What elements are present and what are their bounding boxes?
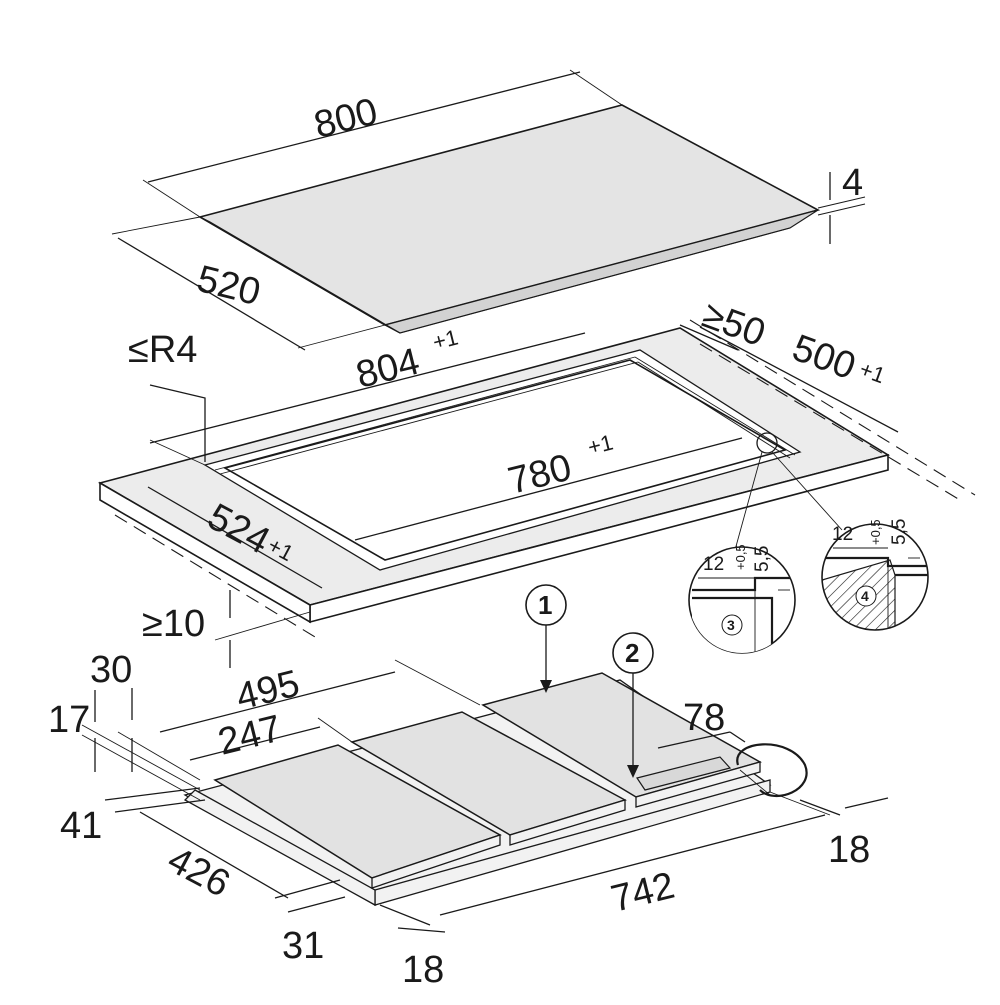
detail-3-tol: +0,5 <box>733 544 748 570</box>
detail-4-width: 12 <box>832 524 853 545</box>
label-780-tol: +1 <box>585 430 615 460</box>
label-r4: ≤R4 <box>128 329 197 371</box>
label-41: 41 <box>60 805 102 847</box>
detail-3-height: 5,5 <box>752 546 773 572</box>
label-520: 520 <box>193 258 265 314</box>
label-800: 800 <box>310 91 382 147</box>
dim-thickness-4: 4 <box>817 162 866 244</box>
dim-radius-r4: ≤R4 <box>128 329 206 462</box>
detail-3-width: 12 <box>703 554 724 575</box>
label-742: 742 <box>607 865 679 921</box>
label-804: 804 <box>352 341 424 397</box>
wall-line-rear-2 <box>699 343 961 501</box>
dim-clearance-10: ≥10 <box>142 590 311 668</box>
detail-4-badge <box>855 585 877 607</box>
dim-offset-18-front: 18 <box>379 904 446 991</box>
bottom-unit <box>183 672 808 907</box>
detail-4-tol: +0,5 <box>868 519 883 545</box>
label-18-right: 18 <box>828 829 870 871</box>
label-78: 78 <box>683 697 725 739</box>
label-4: 4 <box>842 162 863 204</box>
label-426: 426 <box>161 839 237 906</box>
callout-2-label: 2 <box>625 638 639 668</box>
detail-3-number: 3 <box>727 617 735 633</box>
detail-3-badge <box>721 614 743 636</box>
detail-3: 12 +0,5 5,5 3 <box>688 544 796 654</box>
countertop-cutout <box>97 327 891 624</box>
label-17: 17 <box>48 699 90 741</box>
detail-4-height: 5,5 <box>889 519 910 545</box>
dim-offset-31: 31 <box>274 879 346 967</box>
dim-height-17: 17 <box>48 690 201 801</box>
label-18-front: 18 <box>402 949 444 991</box>
dim-offset-18-right: 18 <box>799 797 889 871</box>
callout-2: 2 <box>612 632 654 778</box>
glass-bottom-line <box>399 227 791 334</box>
label-30: 30 <box>90 649 132 691</box>
top-glass-panel <box>197 104 821 334</box>
label-500-tol: +1 <box>856 356 888 388</box>
callout-1-label: 1 <box>538 590 552 620</box>
base-left <box>183 789 376 907</box>
cutout-opening <box>222 359 788 561</box>
dim-offset-41: 41 <box>60 787 206 847</box>
label-10: ≥10 <box>142 603 205 645</box>
label-31: 31 <box>282 925 324 967</box>
dim-width-78: 78 <box>657 697 746 749</box>
detail-marker-circle <box>756 432 778 454</box>
callout-1: 1 <box>525 584 567 693</box>
detail-4: 12 +0,5 5,5 4 <box>821 519 929 631</box>
countertop-left-edge <box>99 481 311 624</box>
control-module <box>636 756 732 791</box>
dim-height-30: 30 <box>90 649 201 781</box>
label-804-tol: +1 <box>430 325 460 355</box>
detail-4-number: 4 <box>861 588 869 604</box>
